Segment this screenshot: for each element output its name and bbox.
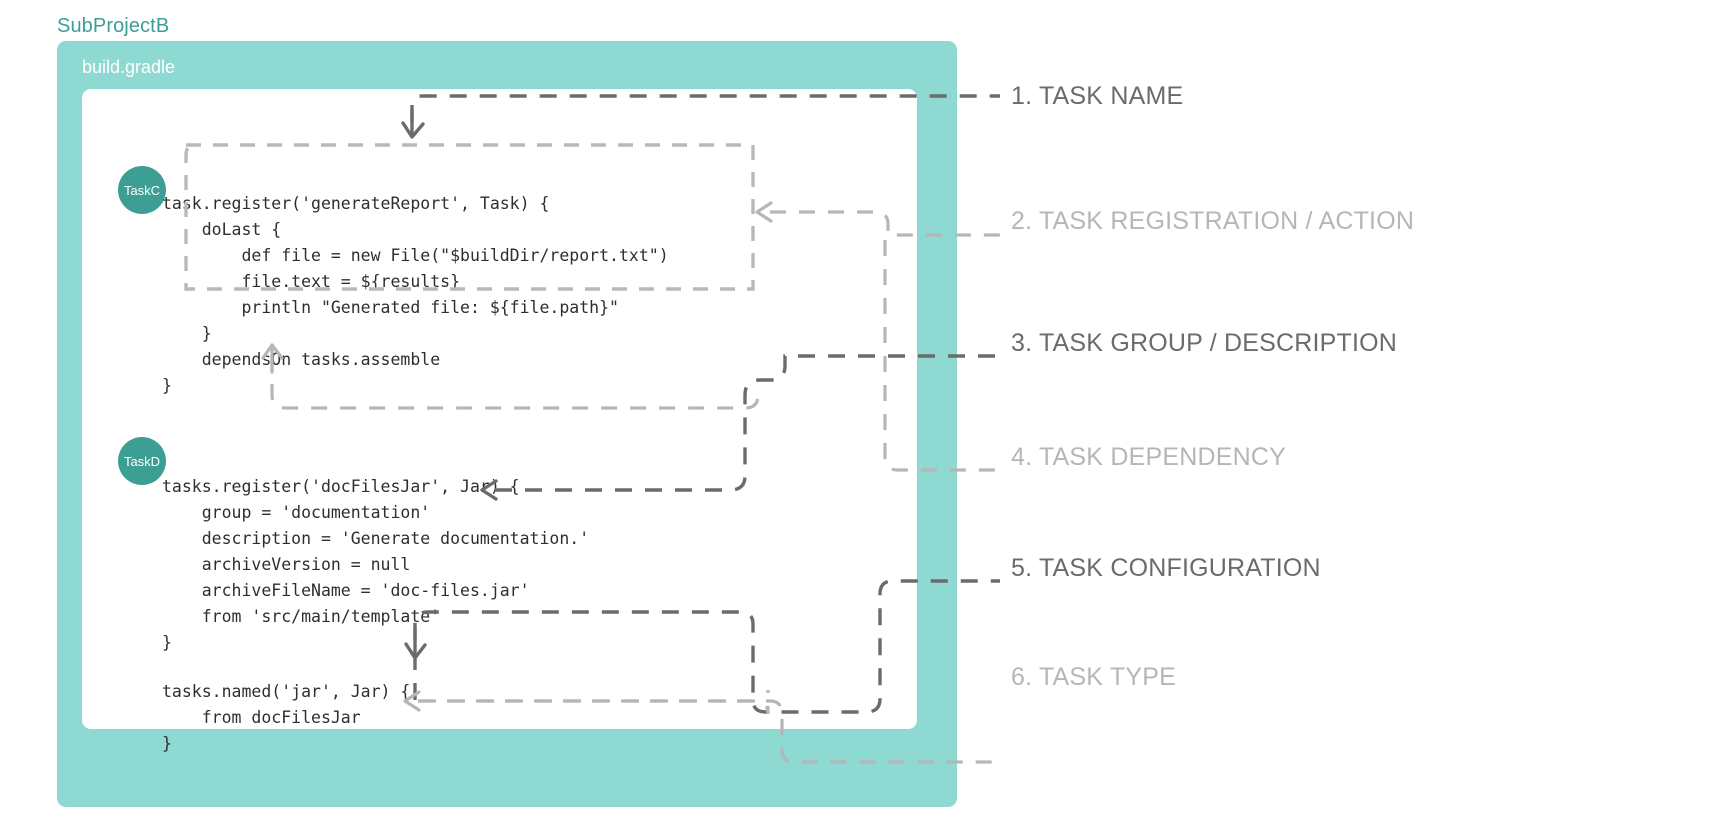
code-block-doc-files-jar: tasks.register('docFilesJar', Jar) { gro… [162,476,590,652]
task-badge-taskd[interactable]: TaskD [118,437,166,485]
callout-task-type: 6. TASK TYPE [1011,663,1176,691]
callout-task-registration: 2. TASK REGISTRATION / ACTION [1011,207,1415,235]
callout-task-name: 1. TASK NAME [1011,82,1184,110]
callout-task-group: 3. TASK GROUP / DESCRIPTION [1011,329,1398,357]
code-card: TaskC TaskD task.register('generateRepor… [82,89,917,753]
callout-task-configuration: 5. TASK CONFIGURATION [1011,554,1321,582]
task-badge-label: TaskC [123,182,161,198]
project-label: SubProjectB [57,15,170,37]
code-block-generate-report: task.register('generateReport', Task) { … [162,193,669,395]
build-file-label: build.gradle [82,57,176,77]
task-badge-label: TaskD [123,453,161,469]
code-block-jar-named: tasks.named('jar', Jar) { from docFilesJ… [162,681,411,753]
task-badge-taskc[interactable]: TaskC [118,166,166,214]
project-panel: build.gradle TaskC TaskD task.register('… [57,41,957,807]
callout-task-dependency: 4. TASK DEPENDENCY [1011,443,1286,471]
